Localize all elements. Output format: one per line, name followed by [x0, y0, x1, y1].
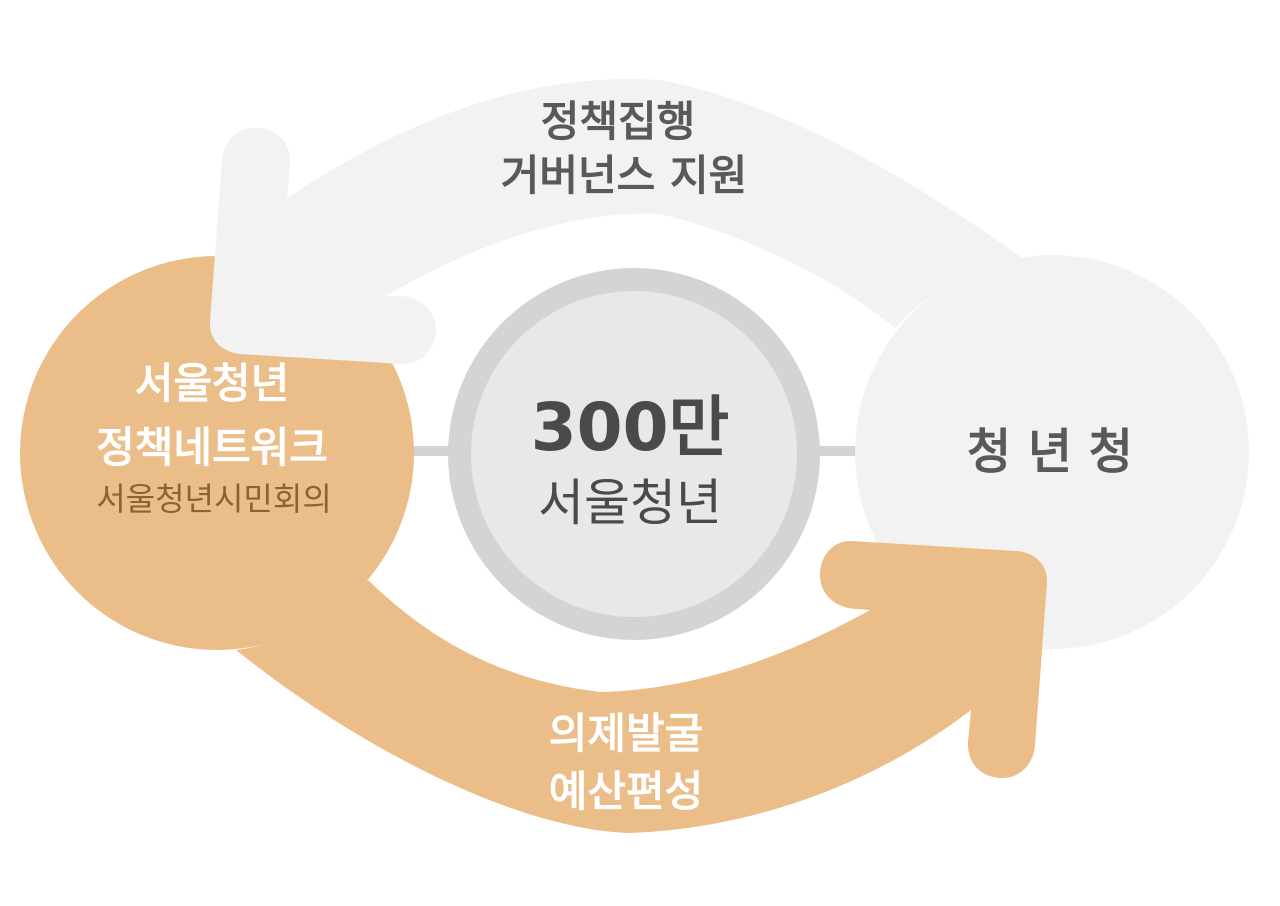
top-arrow-label-line2: 거버넌스 지원	[501, 151, 747, 200]
top-arrow-shape	[209, 78, 1022, 365]
left-connector-line	[408, 446, 458, 456]
left-node-caption: 서울청년시민회의	[96, 480, 332, 518]
center-node-number: 300만	[531, 389, 730, 466]
center-node-inner	[471, 291, 797, 617]
left-node-title: 서울청년	[135, 359, 290, 408]
bottom-arrow-label-line2: 예산편성	[549, 767, 704, 816]
right-node-label: 청 년 청	[967, 424, 1133, 480]
bottom-arrow-label-line1: 의제발굴	[549, 709, 704, 758]
top-arrow-label-line1: 정책집행	[541, 97, 696, 146]
center-node-label: 서울청년	[538, 474, 722, 532]
left-node-subtitle: 정책네트워크	[96, 423, 328, 472]
right-connector-line	[812, 446, 860, 456]
bottom-arrow-shape	[236, 540, 1048, 833]
